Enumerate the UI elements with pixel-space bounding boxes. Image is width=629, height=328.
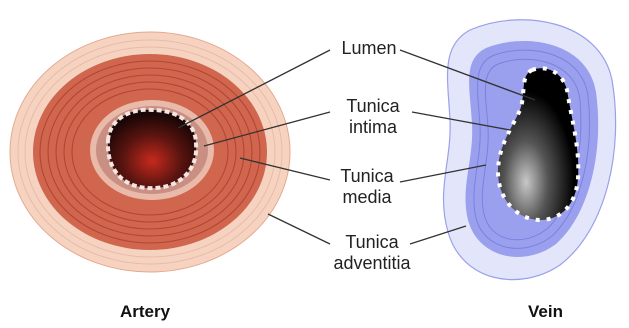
artery-lumen <box>108 110 196 188</box>
vein-caption: Vein <box>528 302 563 322</box>
artery-caption: Artery <box>120 302 170 322</box>
tunica-intima-line1: Tunica <box>334 96 412 117</box>
tunica-intima-line2: intima <box>334 117 412 138</box>
tunica-media-line2: media <box>334 187 400 208</box>
tunica-adventitia-line2: adventitia <box>322 253 422 274</box>
tunica-intima-label: Tunica intima <box>334 96 412 138</box>
vein-cross-section <box>443 20 615 280</box>
artery-cross-section <box>10 32 290 272</box>
tunica-adventitia-label: Tunica adventitia <box>322 232 422 274</box>
adventitia-leader-artery <box>268 214 330 244</box>
lumen-label-text: Lumen <box>341 38 396 58</box>
lumen-label: Lumen <box>334 38 404 59</box>
tunica-adventitia-line1: Tunica <box>322 232 422 253</box>
tunica-media-label: Tunica media <box>334 166 400 208</box>
tunica-media-line1: Tunica <box>334 166 400 187</box>
